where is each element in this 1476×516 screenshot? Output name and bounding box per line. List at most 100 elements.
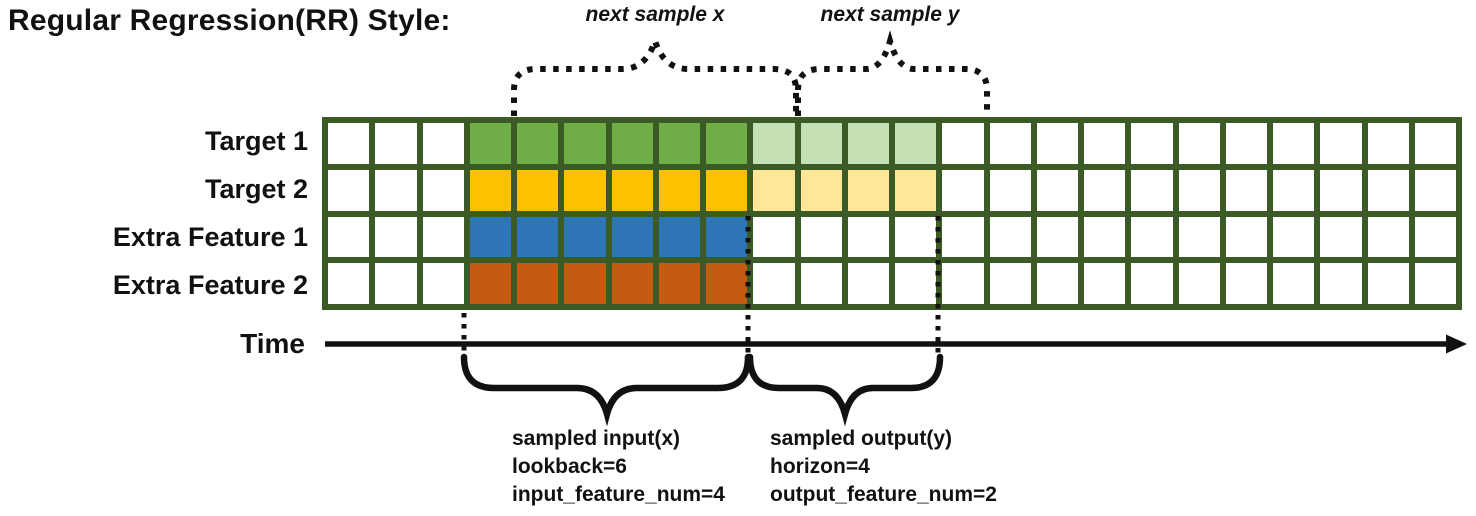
row-labels: Target 1 Target 2 Extra Feature 1 Extra Fea… [0, 117, 308, 310]
annotation-line: sampled output(y) [770, 427, 952, 450]
grid-cell [1414, 169, 1456, 211]
grid-cell [328, 216, 370, 258]
grid-cell [753, 263, 795, 304]
grid-cell [1084, 169, 1126, 211]
annotation-line: sampled input(x) [512, 427, 681, 450]
grid-cell [469, 216, 511, 258]
grid-cell [847, 216, 889, 258]
grid-cell [611, 263, 653, 304]
grid-cell [1225, 216, 1267, 258]
grid-cell [706, 263, 748, 304]
grid-cell [469, 169, 511, 211]
grid-cell [942, 123, 984, 164]
row-label: Target 1 [204, 125, 308, 156]
grid-cell [1178, 169, 1220, 211]
grid-cell [611, 169, 653, 211]
grid-cell [895, 123, 937, 164]
grid-cell [375, 169, 417, 211]
grid-cell [800, 123, 842, 164]
annotation-line: output_feature_num=2 [770, 483, 997, 506]
grid-cell [1367, 123, 1409, 164]
grid-cell [1273, 169, 1315, 211]
grid-cell [706, 123, 748, 164]
grid-cell [564, 263, 606, 304]
time-axis-arrowhead-icon [1446, 334, 1467, 354]
grid-cell [942, 263, 984, 304]
grid-cell [469, 263, 511, 304]
grid-cell [895, 263, 937, 304]
grid-cell [1131, 263, 1173, 304]
next-sample-y-brace [795, 30, 990, 116]
grid-cell [989, 169, 1031, 211]
sampled-output-brace [746, 353, 944, 427]
grid-cell [1320, 123, 1362, 164]
grid-cell [800, 216, 842, 258]
grid-cell [1036, 263, 1078, 304]
grid-cell [375, 263, 417, 304]
grid-cell [658, 216, 700, 258]
grid-cell [1225, 123, 1267, 164]
grid-cell [989, 123, 1031, 164]
grid-cell [658, 169, 700, 211]
grid-cell [1414, 216, 1456, 258]
grid-cell [328, 123, 370, 164]
grid-cell [1367, 216, 1409, 258]
grid-cell [1036, 169, 1078, 211]
grid-cell [422, 263, 464, 304]
grid-cell [1131, 169, 1173, 211]
grid-cell [942, 169, 984, 211]
grid-cell [375, 216, 417, 258]
grid-cell [1178, 263, 1220, 304]
grid-cell [517, 263, 559, 304]
grid-cell [1178, 123, 1220, 164]
grid-cell [706, 169, 748, 211]
grid-cell [847, 263, 889, 304]
grid-cell [895, 216, 937, 258]
grid-cell [1273, 263, 1315, 304]
grid-cell [1225, 263, 1267, 304]
timeseries-grid [322, 117, 1462, 310]
row-label: Target 2 [204, 173, 308, 204]
grid-cell [658, 123, 700, 164]
grid-cell [895, 169, 937, 211]
next-sample-x-label: next sample x [585, 3, 725, 26]
grid-cell [1367, 263, 1409, 304]
grid-cell [1273, 216, 1315, 258]
grid-cell [1320, 263, 1362, 304]
grid-cell [328, 263, 370, 304]
annotation-line: horizon=4 [770, 455, 870, 478]
annotation-line: lookback=6 [512, 455, 627, 478]
grid-cell [328, 169, 370, 211]
grid-cell [1225, 169, 1267, 211]
grid-cell [1320, 216, 1362, 258]
next-sample-y-label: next sample y [820, 3, 960, 26]
grid-cell [422, 123, 464, 164]
sampled-output-annotation: sampled output(y) horizon=4 output_feature… [770, 425, 997, 509]
grid-cell [753, 169, 795, 211]
grid-cell [1414, 123, 1456, 164]
grid-cell [1414, 263, 1456, 304]
grid-cell [469, 123, 511, 164]
grid-cell [753, 216, 795, 258]
grid-cell [706, 216, 748, 258]
grid-cell [517, 169, 559, 211]
grid-cell [1131, 123, 1173, 164]
grid-cell [375, 123, 417, 164]
grid-cell [1320, 169, 1362, 211]
row-label: Extra Feature 2 [112, 270, 308, 301]
grid-cell [1036, 216, 1078, 258]
row-label: Extra Feature 1 [112, 222, 308, 253]
grid-cell [658, 263, 700, 304]
grid-cell [1273, 123, 1315, 164]
grid-cell [564, 169, 606, 211]
grid-cell [1036, 123, 1078, 164]
page-title: Regular Regression(RR) Style: [8, 4, 451, 37]
grid-cell [753, 123, 795, 164]
grid-cell [422, 216, 464, 258]
grid-cell [611, 216, 653, 258]
grid-cell [1178, 216, 1220, 258]
grid-cell [517, 216, 559, 258]
grid-cell [564, 123, 606, 164]
